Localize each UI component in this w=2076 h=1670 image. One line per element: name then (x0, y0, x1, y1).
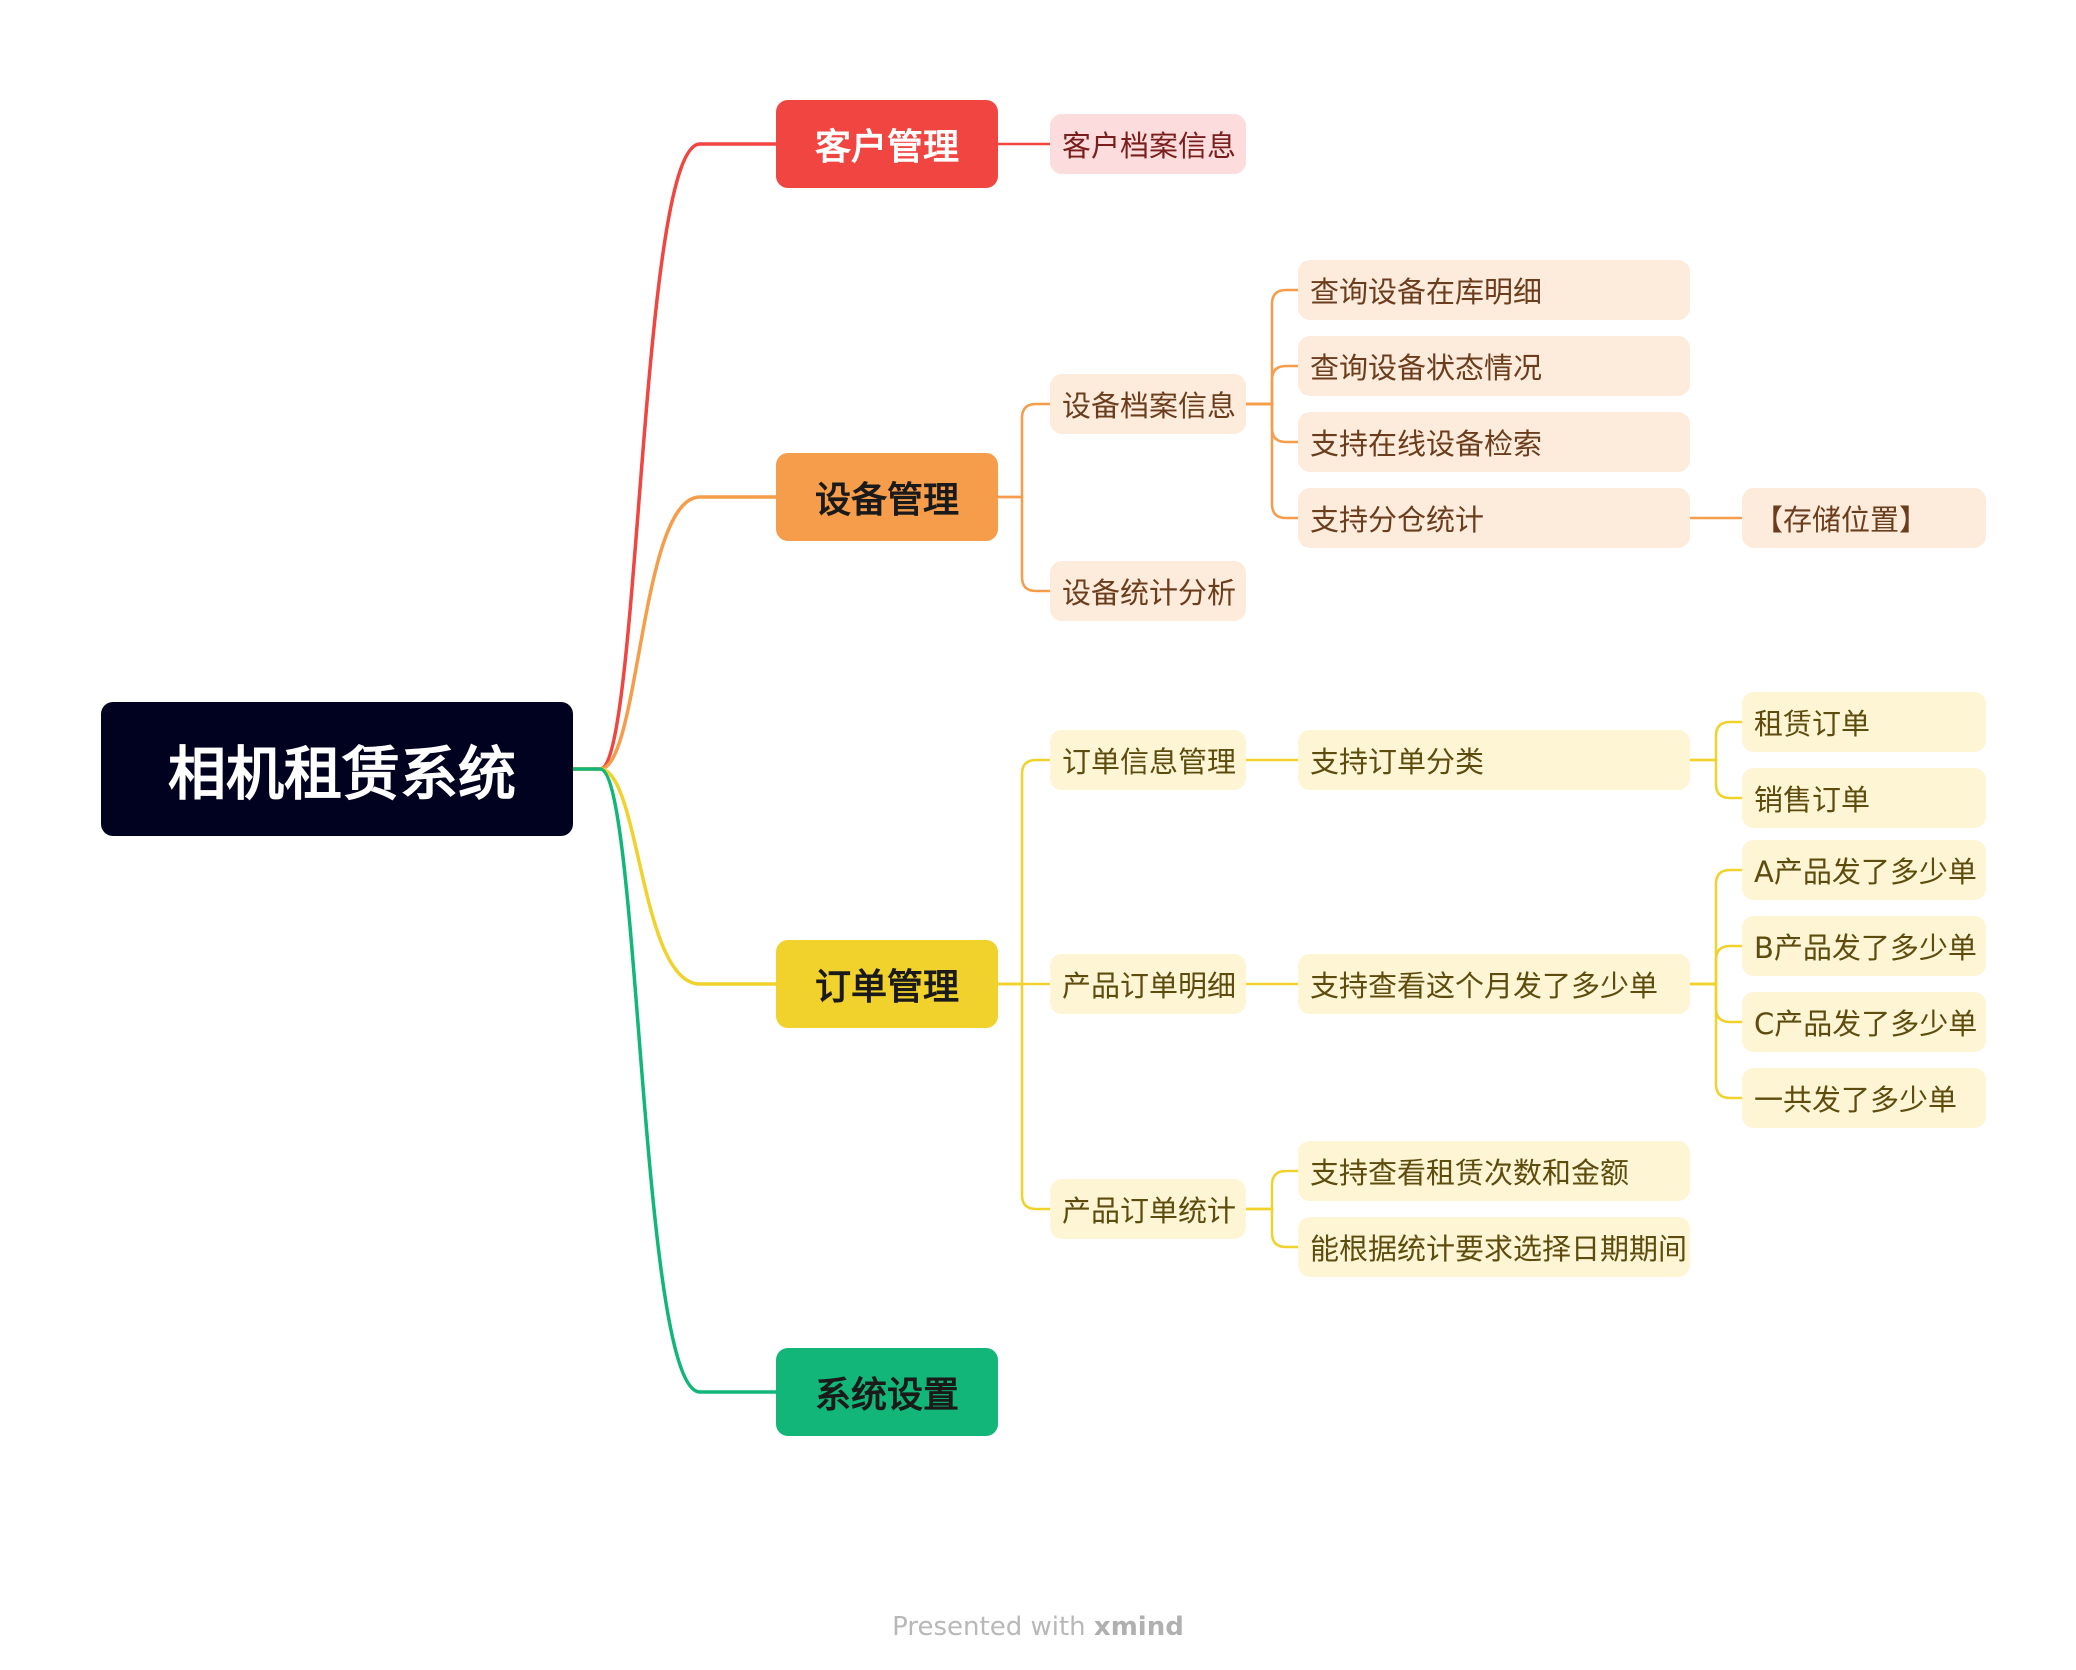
topic-total-count[interactable]: 一共发了多少单 (1742, 1068, 1986, 1128)
link-root-order (571, 767, 778, 986)
link-device-1 (996, 495, 1052, 593)
topic-product-a-count[interactable]: A产品发了多少单 (1742, 840, 1986, 900)
topic-customer-profile[interactable]: 客户档案信息 (1050, 114, 1246, 174)
link-monthly-1 (1688, 944, 1744, 986)
link-product-stats-0 (1244, 1169, 1300, 1211)
presented-with-footer: Presented with xmind (0, 1612, 2076, 1642)
topic-order-info-management[interactable]: 订单信息管理 (1050, 730, 1246, 790)
topic-device-statistics-analysis[interactable]: 设备统计分析 (1050, 561, 1246, 621)
topic-monthly-order-count[interactable]: 支持查看这个月发了多少单 (1298, 954, 1690, 1014)
topic-rental-order[interactable]: 租赁订单 (1742, 692, 1986, 752)
link-order-class-1 (1688, 758, 1744, 800)
root-topic[interactable]: 相机租赁系统 (101, 702, 573, 836)
link-product-stats-1 (1244, 1207, 1300, 1249)
link-monthly-3 (1688, 982, 1744, 1100)
branch-device-management[interactable]: 设备管理 (776, 453, 998, 541)
topic-order-classification[interactable]: 支持订单分类 (1298, 730, 1690, 790)
topic-product-order-statistics[interactable]: 产品订单统计 (1050, 1179, 1246, 1239)
link-root-device (571, 495, 778, 771)
link-monthly-0 (1688, 868, 1744, 986)
xmind-logo: xmind (1093, 1612, 1184, 1642)
branch-order-management[interactable]: 订单管理 (776, 940, 998, 1028)
topic-product-c-count[interactable]: C产品发了多少单 (1742, 992, 1986, 1052)
link-device-profile-0 (1244, 288, 1300, 406)
topic-online-device-search[interactable]: 支持在线设备检索 (1298, 412, 1690, 472)
topic-storage-location[interactable]: 【存储位置】 (1742, 488, 1986, 548)
topic-rental-count-amount[interactable]: 支持查看租赁次数和金额 (1298, 1141, 1690, 1201)
footer-prefix: Presented with (892, 1612, 1094, 1642)
link-order-class-0 (1688, 720, 1744, 762)
link-root-customer (571, 142, 778, 771)
topic-product-b-count[interactable]: B产品发了多少单 (1742, 916, 1986, 976)
topic-date-range-selection[interactable]: 能根据统计要求选择日期期间 (1298, 1217, 1690, 1277)
topic-query-stock-detail[interactable]: 查询设备在库明细 (1298, 260, 1690, 320)
link-device-profile-1 (1244, 364, 1300, 406)
link-order-2 (996, 982, 1052, 1211)
link-root-settings (571, 767, 778, 1394)
branch-customer-management[interactable]: 客户管理 (776, 100, 998, 188)
link-device-0 (996, 402, 1052, 499)
topic-query-device-status[interactable]: 查询设备状态情况 (1298, 336, 1690, 396)
branch-system-settings[interactable]: 系统设置 (776, 1348, 998, 1436)
link-order-0 (996, 758, 1052, 986)
topic-sales-order[interactable]: 销售订单 (1742, 768, 1986, 828)
topic-product-order-detail[interactable]: 产品订单明细 (1050, 954, 1246, 1014)
topic-device-profile[interactable]: 设备档案信息 (1050, 374, 1246, 434)
link-device-profile-3 (1244, 402, 1300, 520)
topic-warehouse-statistics[interactable]: 支持分仓统计 (1298, 488, 1690, 548)
